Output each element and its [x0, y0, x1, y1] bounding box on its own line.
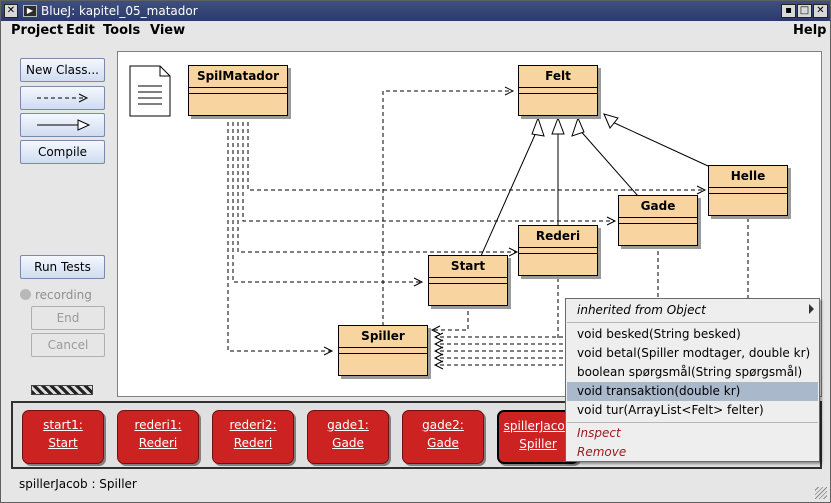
- cancel-button[interactable]: Cancel: [31, 333, 105, 357]
- menu-method-transaktion[interactable]: void transaktion(double kr): [567, 382, 818, 401]
- menu-inspect[interactable]: Inspect: [577, 426, 621, 440]
- menu-tools[interactable]: Tools: [103, 23, 141, 38]
- class-start[interactable]: Start: [428, 255, 508, 306]
- inheritance-arrow-button[interactable]: [20, 113, 105, 137]
- object-rederi2[interactable]: rederi2: Rederi: [212, 410, 294, 464]
- class-spilmatador[interactable]: SpilMatador: [188, 65, 288, 116]
- minimize-icon[interactable]: ▪: [781, 4, 796, 18]
- object-name: spillerJacob: [503, 419, 573, 433]
- class-name: SpilMatador: [189, 66, 287, 88]
- menu-project[interactable]: Project: [11, 23, 64, 38]
- dashed-arrow-icon: [36, 93, 88, 103]
- menu-remove[interactable]: Remove: [577, 445, 627, 459]
- recording-label: recording: [35, 288, 92, 302]
- object-name: gade1:: [327, 418, 369, 432]
- window-title: BlueJ: kapitel_05_matador: [41, 4, 198, 18]
- menu-separator: [567, 322, 818, 323]
- menu-separator: [567, 422, 818, 423]
- object-type: Spiller: [519, 437, 557, 451]
- compile-button[interactable]: Compile: [20, 140, 105, 164]
- recording-indicator: recording: [20, 288, 92, 302]
- object-type: Rederi: [233, 436, 273, 450]
- class-name: Helle: [709, 166, 787, 188]
- object-type: Rederi: [138, 436, 178, 450]
- inheritance-arrow-icon: [36, 119, 90, 131]
- resize-grip-icon[interactable]: [815, 487, 827, 499]
- object-name: start1:: [43, 418, 83, 432]
- object-type: Start: [48, 436, 78, 450]
- status-bar: spillerJacob : Spiller: [19, 477, 137, 491]
- menu-method-besked[interactable]: void besked(String besked): [577, 327, 741, 341]
- object-start1[interactable]: start1: Start: [22, 410, 104, 464]
- object-name: rederi2:: [229, 418, 277, 432]
- bluej-app-icon: ▶: [23, 5, 37, 17]
- new-class-button[interactable]: New Class...: [20, 58, 105, 82]
- menu-inherited-from-object[interactable]: inherited from Object: [567, 301, 818, 320]
- object-gade2[interactable]: gade2: Gade: [402, 410, 484, 464]
- menu-method-betal[interactable]: void betal(Spiller modtager, double kr): [577, 346, 811, 360]
- menu-method-tur[interactable]: void tur(ArrayList<Felt> felter): [577, 403, 764, 417]
- window-menu-icon[interactable]: ✕: [4, 4, 18, 18]
- machine-progress-bar: [31, 385, 93, 395]
- end-button[interactable]: End: [31, 306, 105, 330]
- class-name: Felt: [519, 66, 597, 88]
- menu-bar: Project Edit Tools View Help: [1, 21, 830, 41]
- class-rederi[interactable]: Rederi: [518, 225, 598, 276]
- menu-help[interactable]: Help: [793, 23, 827, 38]
- object-type: Gade: [427, 436, 459, 450]
- submenu-arrow-icon: [809, 304, 814, 314]
- class-helle[interactable]: Helle: [708, 165, 788, 216]
- title-bar: ✕ ▶ BlueJ: kapitel_05_matador ▪ □ ✕: [1, 1, 830, 21]
- class-name: Rederi: [519, 226, 597, 248]
- object-type: Gade: [332, 436, 364, 450]
- class-gade[interactable]: Gade: [618, 195, 698, 246]
- run-tests-button[interactable]: Run Tests: [20, 255, 105, 279]
- diagram-arrows: [129, 65, 749, 370]
- menu-item-label: inherited from Object: [577, 303, 706, 317]
- menu-method-spoergsmaal[interactable]: boolean spørgsmål(String spørgsmål): [577, 365, 803, 379]
- class-name: Start: [429, 256, 507, 278]
- close-icon[interactable]: ✕: [813, 4, 828, 18]
- menu-view[interactable]: View: [150, 23, 186, 38]
- uses-arrow-button[interactable]: [20, 86, 105, 110]
- class-name: Gade: [619, 196, 697, 218]
- menu-edit[interactable]: Edit: [66, 23, 95, 38]
- object-gade1[interactable]: gade1: Gade: [307, 410, 389, 464]
- class-spiller[interactable]: Spiller: [338, 325, 428, 376]
- object-name: gade2:: [422, 418, 464, 432]
- class-name: Spiller: [339, 326, 427, 348]
- object-rederi1[interactable]: rederi1: Rederi: [117, 410, 199, 464]
- object-context-menu: inherited from Object void besked(String…: [565, 298, 820, 462]
- object-name: rederi1:: [134, 418, 182, 432]
- maximize-icon[interactable]: □: [797, 4, 812, 18]
- class-felt[interactable]: Felt: [518, 65, 598, 116]
- readme-note-icon: [129, 65, 171, 117]
- recording-dot-icon: [20, 289, 31, 300]
